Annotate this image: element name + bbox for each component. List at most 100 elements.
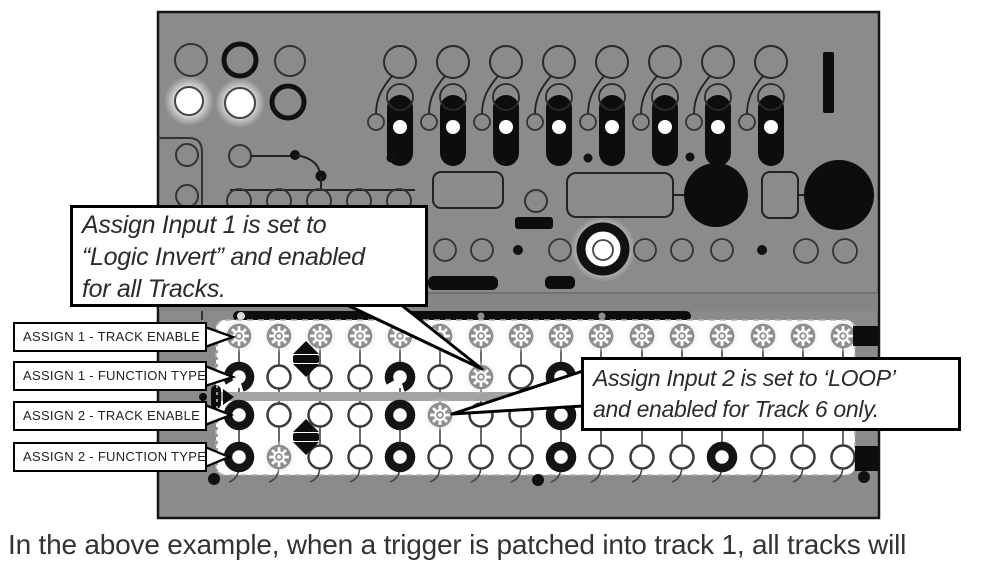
callout-1-line1: Assign Input 1 is set to [82,211,327,239]
function-ring [384,441,416,473]
panel-mark [823,52,834,113]
up-arrow-icon [293,419,319,432]
step-circle [347,444,373,470]
gear-icon [544,319,578,353]
step-circle [266,364,292,390]
fader-led [552,120,566,134]
jack [420,113,438,131]
knob [383,45,417,79]
knob [489,45,523,79]
callout-2-line1: Assign Input 2 is set to ‘LOOP’ [593,365,896,391]
callout-1-tail [344,302,484,371]
big-knob [684,163,748,227]
gear-icon [826,319,860,353]
function-ring [384,361,416,393]
step-circle [347,364,373,390]
down-arrow-icon [293,442,319,455]
fader-led [764,120,778,134]
callout-assign-input-2: Assign Input 2 is set to ‘LOOP’ and enab… [581,357,961,431]
fader-unit [526,45,576,166]
pointer-tails [204,302,584,469]
callout-2-line2: and enabled for Track 6 only. [593,396,879,422]
updown-selector-assign1 [293,341,319,377]
step-circle [427,444,453,470]
gear-icon [262,319,296,353]
jack [367,113,385,131]
updown-selectors [293,341,319,455]
gear-icon [423,398,457,432]
updown-selector-assign2 [293,419,319,455]
label-1-tail [204,325,237,349]
label-2-tail [204,364,237,388]
gear-icon [625,319,659,353]
fader-led [446,120,460,134]
fader-unit [367,45,417,166]
assign-input-2-jack [224,87,256,119]
step-circle [508,364,534,390]
jack [470,238,494,262]
step-circle [508,444,534,470]
callout-1-line3: for all Tracks. [82,275,226,303]
callout-assign-input-1: Assign Input 1 is set to “Logic Invert” … [70,205,428,307]
function-ring [223,361,255,393]
label-assign1-track-enable: ASSIGN 1 - TRACK ENABLE [13,322,207,352]
gear-icon [746,319,780,353]
fader-knob-units [367,45,788,166]
gear-icon [584,319,618,353]
fader-unit [632,45,682,166]
label-assign2-track-enable: ASSIGN 2 - TRACK ENABLE [13,401,207,431]
length-bar [233,311,691,321]
display-outline [432,171,504,209]
jack [832,238,858,264]
jack [579,113,597,131]
panel-mark [545,276,575,289]
jack [526,113,544,131]
function-ring [384,399,416,431]
jack [710,238,734,262]
gear-icon [222,319,256,353]
gear-icon [343,319,377,353]
label-assign1-function-type: ASSIGN 1 - FUNCTION TYPE [13,361,207,391]
jack [274,45,306,77]
edge-tab [853,326,879,346]
step-circle [468,444,494,470]
step-circle [307,364,333,390]
step-circle [266,402,292,428]
fader-unit [685,45,735,166]
label-4-tail [204,445,232,469]
fader-unit [579,45,629,166]
step-circle [629,444,655,470]
label-3-tail [204,403,235,427]
step-circle [790,444,816,470]
fader-unit [738,45,788,166]
gear-icon [464,319,498,353]
knob [595,45,629,79]
display-and-knobs [432,160,874,230]
step-circle [669,444,695,470]
step-circle [307,444,333,470]
gear-icon [464,360,498,394]
step-circle [588,444,614,470]
gear-icon [786,319,820,353]
fader-led [393,120,407,134]
assign-input-1-jack [174,86,204,116]
up-arrow-icon [293,341,319,354]
jack [793,238,819,264]
function-ring [706,441,738,473]
panel-mark [428,276,498,290]
step-circle [830,444,856,470]
step-circle [307,402,333,428]
assign-input-jacks [164,41,307,128]
step-circle [750,444,776,470]
jack [433,238,457,262]
knob [648,45,682,79]
knob [701,45,735,79]
knob [542,45,576,79]
panel-mark [515,217,553,229]
function-ring [545,441,577,473]
jack [685,113,703,131]
jack [633,238,657,262]
fader-led [658,120,672,134]
fader-unit [473,45,523,166]
gear-icon [504,319,538,353]
